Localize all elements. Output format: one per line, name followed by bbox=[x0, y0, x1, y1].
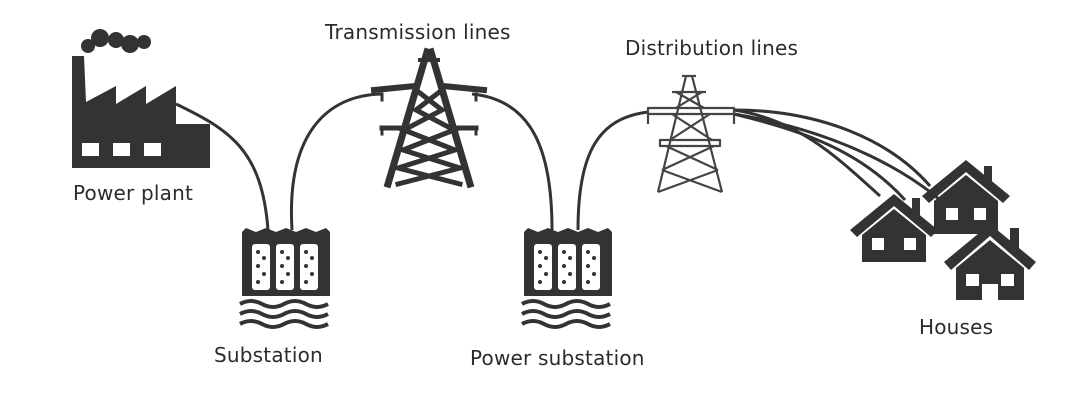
factory-icon bbox=[72, 29, 210, 168]
houses-label: Houses bbox=[919, 315, 994, 339]
wire-transmission-to-power-substation bbox=[471, 92, 554, 231]
power-substation-label: Power substation bbox=[470, 346, 645, 370]
substation-label: Substation bbox=[214, 343, 323, 367]
transmission-tower-icon bbox=[370, 47, 488, 189]
house-icon bbox=[922, 160, 1010, 234]
wire-to-house-1 bbox=[733, 108, 882, 198]
power-substation-icon bbox=[521, 228, 612, 329]
substation-icon bbox=[239, 228, 330, 329]
wire-power-substation-to-distribution bbox=[576, 110, 649, 231]
transmission-lines-label: Transmission lines bbox=[325, 20, 511, 44]
wire-substation-to-transmission bbox=[289, 92, 383, 231]
distribution-lines-label: Distribution lines bbox=[625, 36, 799, 60]
house-icon bbox=[850, 194, 938, 262]
wire-to-house-3 bbox=[733, 112, 907, 202]
distribution-tower-icon bbox=[646, 74, 736, 194]
wire-plant-to-substation bbox=[175, 102, 270, 231]
house-icon bbox=[944, 224, 1036, 300]
wire-to-house-2 bbox=[733, 108, 932, 187]
wires bbox=[175, 92, 970, 231]
power-plant-label: Power plant bbox=[73, 181, 194, 205]
